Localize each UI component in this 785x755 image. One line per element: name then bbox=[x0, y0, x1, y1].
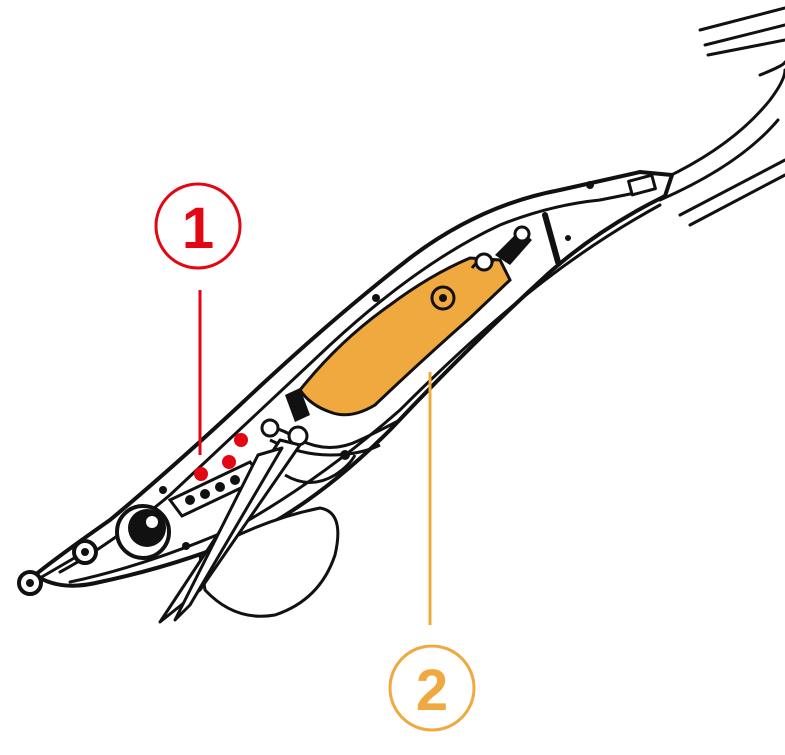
line-eye-icon bbox=[17, 539, 98, 596]
battery-icon bbox=[260, 225, 532, 484]
hook-icon bbox=[648, 6, 785, 227]
callout-1: 1 bbox=[154, 182, 242, 455]
eye-icon bbox=[115, 504, 171, 560]
battery-flap bbox=[158, 438, 302, 624]
callout-2-label: 2 bbox=[416, 658, 448, 723]
callout-1-label: 1 bbox=[182, 196, 214, 261]
callout-2: 2 bbox=[388, 372, 476, 732]
